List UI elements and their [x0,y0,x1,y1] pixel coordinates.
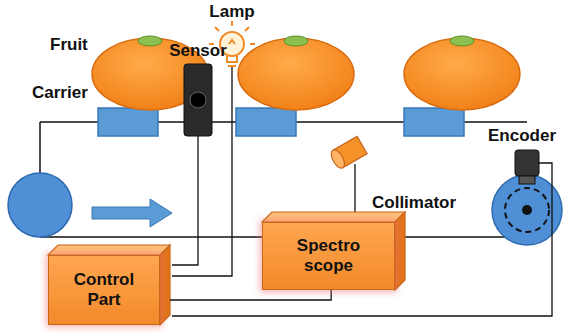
box-top-face [262,212,405,222]
box-label: Control Part [74,270,134,309]
signal-wire [172,67,552,316]
box-side-face [395,212,405,290]
box-top-face [48,245,170,255]
collimator [329,136,368,170]
encoder-head [515,150,539,176]
spectroscope-box: Spectro scope [262,222,395,290]
encoder-disc [505,188,549,232]
fruit-label: Fruit [50,36,88,53]
fruit [404,38,520,110]
carrier [404,108,464,136]
belt-line [39,122,41,175]
fruit [238,38,354,110]
encoder-head [519,176,535,184]
sensor-lens [190,92,206,108]
sensor-body [184,64,212,136]
box-label: Spectro scope [297,236,360,275]
fruit-stem [450,36,474,46]
roller [8,173,72,237]
encoder-hub [522,205,532,215]
signal-wire [170,290,331,300]
encoder-label: Encoder [488,127,556,144]
carrier [236,108,296,136]
carrier-label: Carrier [32,84,88,101]
fruit-stem [138,36,162,46]
fruit-stem [284,36,308,46]
sensor-label: Sensor [169,42,227,59]
box-side-face [160,245,170,325]
collimator-label: Collimator [372,194,456,211]
carrier [98,108,158,136]
direction-arrow [92,199,172,227]
control-box: Control Part [48,255,160,325]
lamp-label: Lamp [209,3,254,20]
